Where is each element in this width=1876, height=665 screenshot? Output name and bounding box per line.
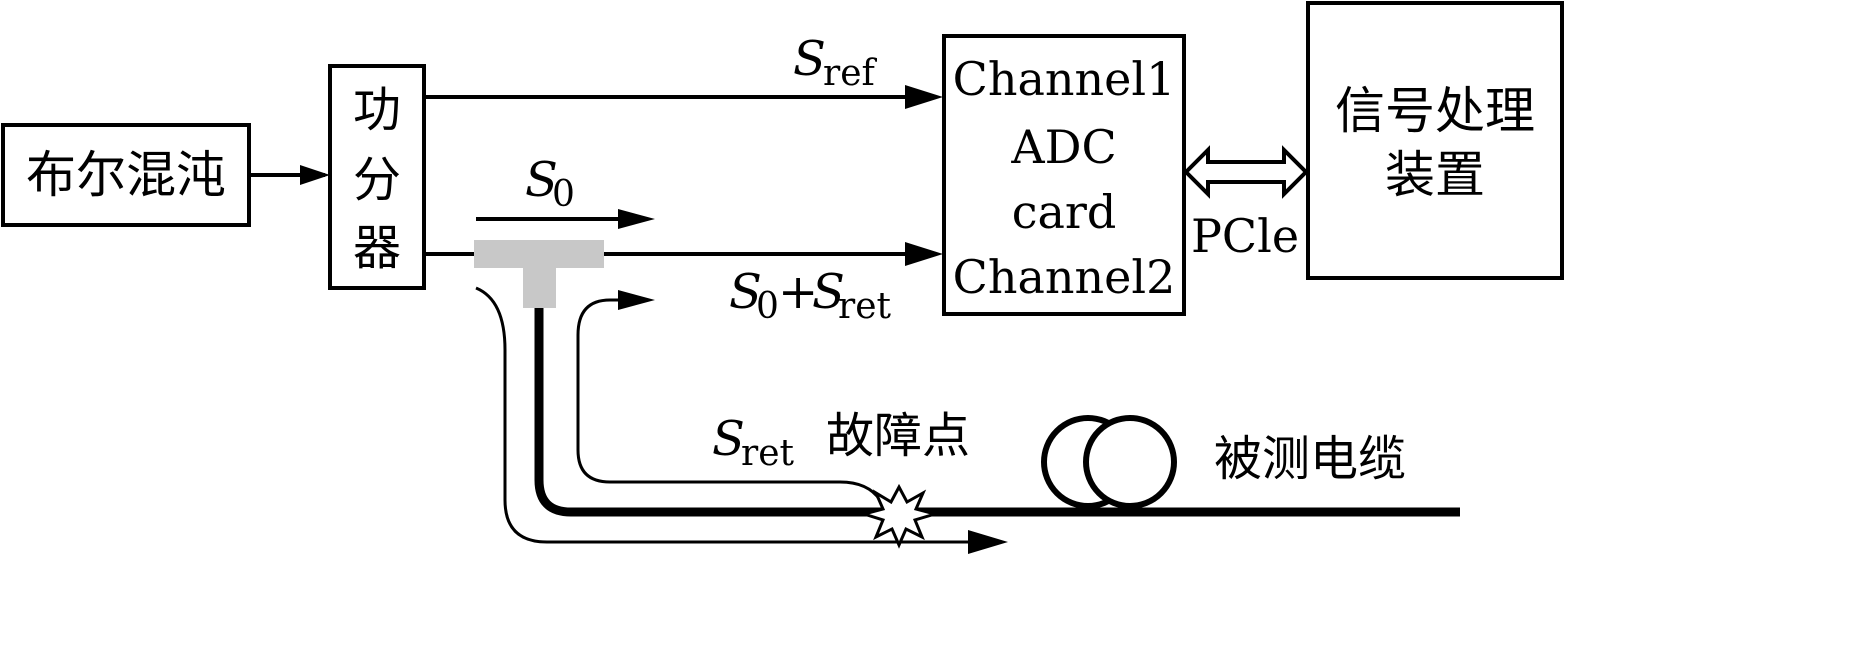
s-ref-base: S xyxy=(793,31,826,87)
arrowhead-measurement xyxy=(905,242,943,266)
adc-channel2-label: Channel2 xyxy=(953,250,1176,304)
s0-plus-sret-plus: + xyxy=(778,264,818,320)
cable-coil-right xyxy=(1083,415,1177,509)
reflected-wave-arrowhead xyxy=(618,290,655,310)
fault-point-label: 故障点 xyxy=(826,408,970,464)
incident-wave-path xyxy=(475,286,970,544)
s0-plus-sret-sub1: 0 xyxy=(756,286,779,327)
sret-base: S xyxy=(712,411,745,467)
adc-card-box xyxy=(942,34,1186,316)
power-splitter-box xyxy=(328,64,426,290)
s0-plus-sret-base2: S xyxy=(812,264,845,320)
s0-plus-sret-base1: S xyxy=(729,264,762,320)
pcie-bidirectional-arrow xyxy=(1183,145,1309,199)
adc-label: ADC xyxy=(1010,120,1116,174)
cable-under-test-label: 被测电缆 xyxy=(1214,431,1406,487)
chaos-source-box xyxy=(1,123,251,227)
cable-under-test xyxy=(534,308,1460,517)
splitter-char-2: 分 xyxy=(353,152,401,208)
incident-wave-arrowhead xyxy=(968,530,1008,554)
t-coupler-top xyxy=(474,240,604,268)
splitter-char-3: 器 xyxy=(353,220,401,276)
s0-base: S xyxy=(525,152,558,208)
arrowhead-reference xyxy=(905,85,943,109)
splitter-char-1: 功 xyxy=(353,82,401,138)
adc-channel1-label: Channel1 xyxy=(953,52,1176,106)
chaos-source-label: 布尔混沌 xyxy=(26,146,226,204)
signal-processor-box xyxy=(1306,1,1564,280)
processor-label-line2: 装置 xyxy=(1385,146,1485,204)
processor-label-line1: 信号处理 xyxy=(1335,82,1535,140)
adc-card-label: card xyxy=(1012,185,1117,239)
reflected-wave-path xyxy=(576,298,882,501)
s-ref-sub: ref xyxy=(823,53,878,94)
t-coupler-stem xyxy=(523,268,556,308)
s0-plus-sret-sub2: ret xyxy=(838,286,892,327)
fault-point-starburst xyxy=(858,483,941,549)
s0-sub: 0 xyxy=(552,174,575,215)
pcie-label: PCle xyxy=(1191,209,1299,263)
arrowhead-source-to-splitter xyxy=(300,165,330,185)
sret-sub: ret xyxy=(741,433,795,474)
s0-direction-arrowhead xyxy=(618,209,655,229)
